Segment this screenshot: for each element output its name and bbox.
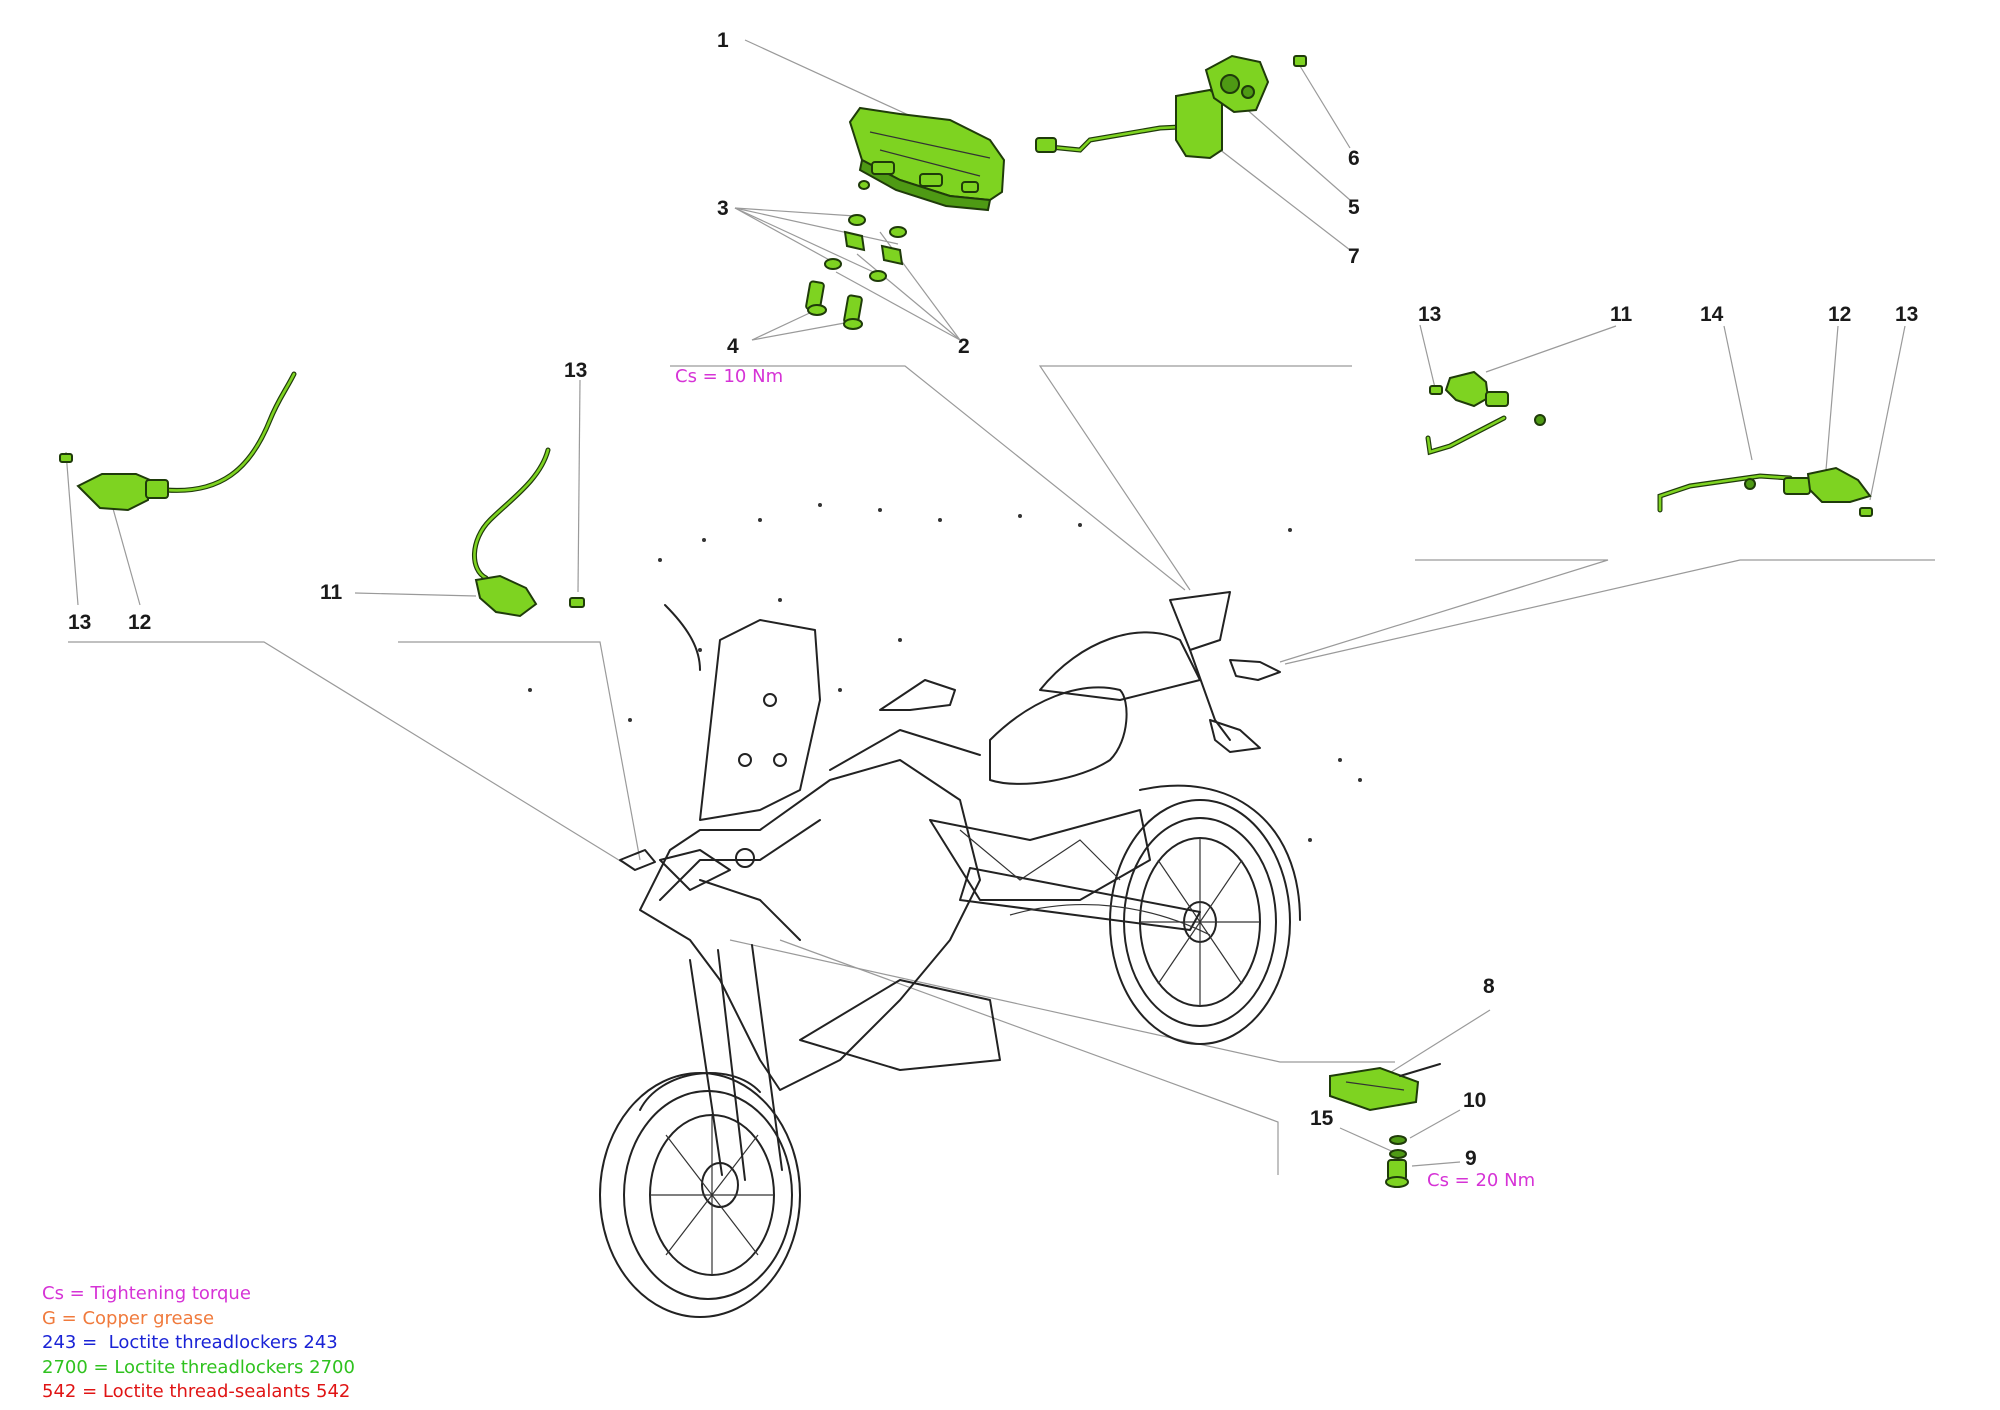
front-wheel	[599, 1072, 801, 1318]
leader-lines	[65, 39, 1935, 1175]
headlight-unit	[848, 106, 1006, 212]
taillight-assembly	[1035, 54, 1307, 160]
callout-5: 5	[1348, 196, 1360, 219]
callout-2: 2	[958, 335, 970, 358]
callout-11-rear: 11	[1610, 303, 1633, 326]
detail-dots	[528, 503, 1362, 842]
callout-13-rear-left: 13	[1418, 303, 1442, 326]
callout-15: 15	[1310, 1107, 1334, 1130]
rear-right-signal	[1657, 466, 1873, 517]
legend-loctite-542: 542 = Loctite thread-sealants 542	[42, 1381, 351, 1402]
callout-3: 3	[717, 197, 729, 220]
callout-14: 14	[1700, 303, 1724, 326]
front-right-signal	[472, 447, 585, 618]
callout-13-rear-right: 13	[1895, 303, 1919, 326]
motorcycle-drawing	[599, 591, 1301, 1318]
callout-11-front: 11	[320, 581, 343, 604]
callout-7: 7	[1348, 245, 1360, 268]
callout-13-front-right: 13	[564, 359, 588, 382]
torque-note-headlight: Cs = 10 Nm	[675, 366, 784, 387]
rear-wheel	[1109, 799, 1291, 1045]
rear-left-signal	[1425, 370, 1546, 456]
callout-4: 4	[727, 335, 739, 358]
legend-loctite-2700: 2700 = Loctite threadlockers 2700	[42, 1356, 355, 1378]
callout-10: 10	[1463, 1089, 1487, 1112]
legend-loctite-243: 243 = Loctite threadlockers 243	[42, 1332, 338, 1353]
torque-note-plate-light: Cs = 20 Nm	[1427, 1170, 1536, 1191]
front-left-signal	[59, 371, 297, 512]
callout-12-rear: 12	[1828, 303, 1852, 326]
callout-8: 8	[1483, 975, 1495, 998]
callout-12-front: 12	[128, 611, 152, 634]
legend-copper-grease: G = Copper grease	[42, 1307, 215, 1329]
legend-tightening-torque: Cs = Tightening torque	[42, 1283, 251, 1304]
legend: Cs = Tightening torque G = Copper grease…	[42, 1282, 355, 1405]
callout-13-front-left: 13	[68, 611, 92, 634]
plate-light-assembly	[1329, 1063, 1441, 1188]
callout-9: 9	[1465, 1147, 1477, 1170]
callout-6: 6	[1348, 147, 1360, 170]
callout-1: 1	[717, 29, 729, 52]
spacer-parts	[843, 230, 904, 266]
grommet-parts	[824, 214, 907, 282]
headlight-bolts	[805, 180, 870, 330]
